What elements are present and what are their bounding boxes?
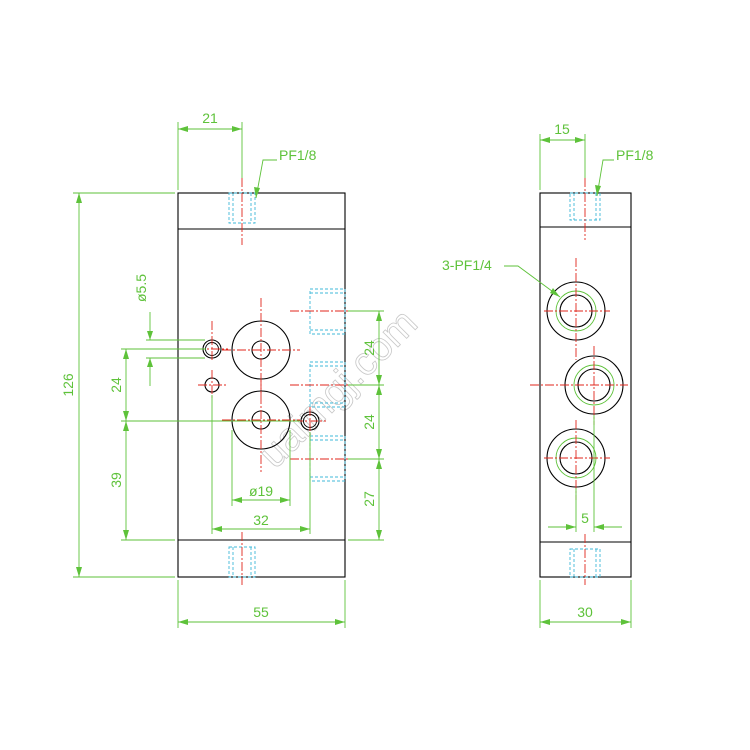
dim-text-30: 30 xyxy=(577,604,593,620)
dim-text-24-left: 24 xyxy=(108,377,124,393)
dim-text-24-middle: 24 xyxy=(361,414,377,430)
leader-side-top-port: PF1/8 xyxy=(595,147,654,197)
dim-front-top-offset: 21 xyxy=(177,110,243,190)
front-mount-hole-middle xyxy=(198,370,228,400)
front-mount-hole-upper xyxy=(196,321,228,362)
label-front-pf18: PF1/8 xyxy=(279,147,317,163)
dim-front-height: 126 xyxy=(60,192,175,578)
dim-front-width: 55 xyxy=(177,580,346,628)
dim-text-27: 27 xyxy=(361,491,377,507)
dim-text-39: 39 xyxy=(108,472,124,488)
dim-front-port-spacing: 32 xyxy=(211,395,311,534)
front-side-port-middle xyxy=(290,361,355,408)
dim-front-port-dia: ø19 xyxy=(231,430,291,506)
dim-text-55: 55 xyxy=(253,604,269,620)
dim-side-top-offset: 15 xyxy=(539,121,586,190)
watermark: uaimgj.com xyxy=(250,301,426,477)
dim-text-dia5-5: ø5.5 xyxy=(133,274,149,302)
front-view: 21 PF1/8 126 ø5.5 xyxy=(60,110,384,628)
front-top-port xyxy=(228,178,256,245)
side-top-port xyxy=(569,178,601,240)
front-pilot-port-lower xyxy=(222,380,300,472)
side-port-upper xyxy=(544,258,610,360)
front-side-port-upper xyxy=(290,288,355,335)
leader-front-top-port: PF1/8 xyxy=(254,147,317,199)
dim-text-dia19: ø19 xyxy=(249,483,273,499)
front-pilot-port-upper xyxy=(222,298,300,395)
dim-text-15: 15 xyxy=(554,121,570,137)
dim-front-hole-spacing: 24 xyxy=(108,348,300,422)
side-port-lower xyxy=(544,420,610,500)
dim-front-hole-bottom: 39 xyxy=(108,421,175,541)
leader-side-ports: 3-PF1/4 xyxy=(442,257,561,298)
side-bottom-port xyxy=(569,534,601,585)
label-3-pf14: 3-PF1/4 xyxy=(442,257,492,273)
dim-text-5: 5 xyxy=(581,510,589,526)
dim-text-21: 21 xyxy=(202,110,218,126)
side-port-middle xyxy=(530,346,628,425)
dim-front-hole-dia: ø5.5 xyxy=(133,274,205,386)
dim-side-offset: 5 xyxy=(548,415,622,532)
front-bottom-port xyxy=(228,532,256,585)
dim-front-side-ports: 24 24 27 xyxy=(348,310,384,541)
side-view: 15 PF1/8 3-PF1/4 5 xyxy=(442,121,654,628)
dim-text-126: 126 xyxy=(60,373,76,397)
dim-text-24-upper: 24 xyxy=(361,340,377,356)
dim-side-width: 30 xyxy=(539,580,632,628)
dim-text-32: 32 xyxy=(253,512,269,528)
label-side-pf18: PF1/8 xyxy=(616,147,654,163)
